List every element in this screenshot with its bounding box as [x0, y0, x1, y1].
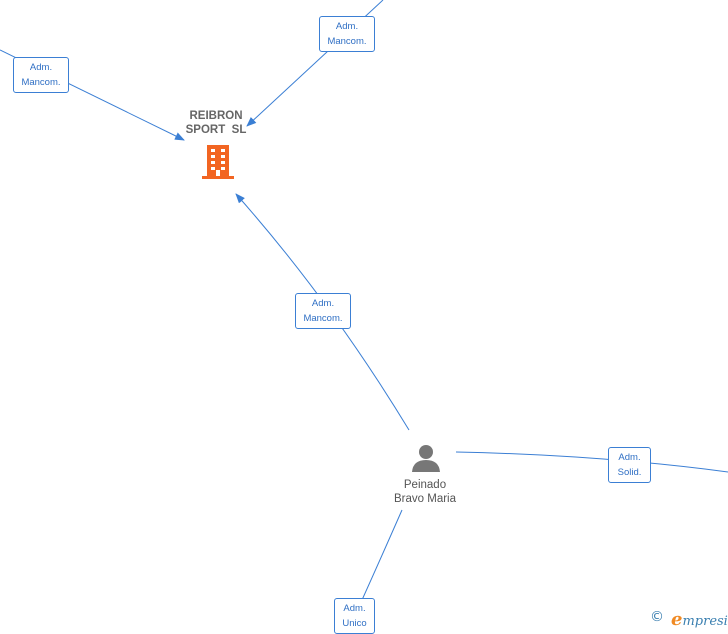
relation-badge-bottom[interactable]: Adm. Unico — [334, 598, 375, 634]
building-icon[interactable] — [202, 145, 234, 179]
person-name[interactable]: Peinado Bravo Maria — [373, 478, 477, 506]
relation-type: Solid. — [617, 467, 642, 478]
relation-type: Mancom. — [303, 313, 343, 324]
brand-rest: mpresia — [682, 614, 728, 629]
copyright-icon: © — [650, 609, 664, 625]
relation-role: Adm. — [343, 603, 366, 614]
edge-person-to-bottom — [361, 509, 403, 601]
relation-role: Adm. — [311, 298, 335, 309]
relation-role: Adm. — [335, 21, 359, 32]
relation-type: Mancom. — [327, 36, 367, 47]
relation-badge-right[interactable]: Adm. Solid. — [608, 447, 651, 483]
person-icon[interactable] — [411, 444, 441, 472]
company-name[interactable]: REIBRON SPORT SL — [166, 109, 266, 137]
relation-role: Adm. — [29, 62, 53, 73]
relation-badge-upper-left[interactable]: Adm. Mancom. — [13, 57, 69, 93]
relation-type: Mancom. — [21, 77, 61, 88]
person-name-line2: Bravo Maria — [394, 493, 456, 505]
relation-type: Unico — [342, 618, 367, 629]
relation-badge-person-company[interactable]: Adm. Mancom. — [295, 293, 351, 329]
relation-badge-top[interactable]: Adm. Mancom. — [319, 16, 375, 52]
edge-person-to-right — [455, 451, 728, 473]
relation-role: Adm. — [618, 452, 641, 463]
company-name-line2: SPORT SL — [185, 124, 247, 136]
brand-initial: e — [671, 609, 683, 630]
company-name-line1: REIBRON — [189, 110, 243, 122]
brand-logo[interactable]: empresia — [671, 609, 728, 630]
person-name-line1: Peinado — [403, 479, 447, 491]
